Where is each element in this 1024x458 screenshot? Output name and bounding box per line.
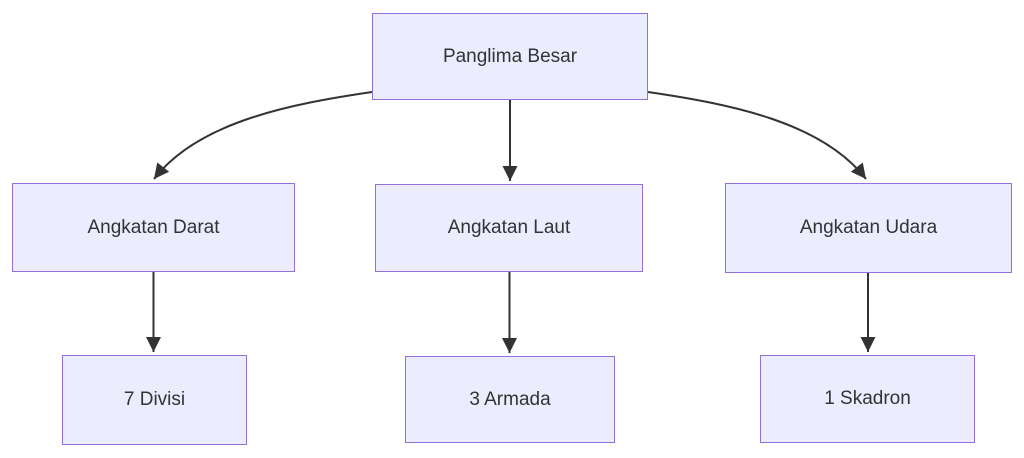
- node-angkatan-laut: Angkatan Laut: [375, 184, 643, 272]
- edge-panglima-darat-arrow: [153, 91, 373, 180]
- node-label: Angkatan Udara: [799, 217, 938, 238]
- edge-panglima-udara-arrow: [647, 91, 867, 180]
- node-1-skadron: 1 Skadron: [760, 355, 975, 443]
- node-7-divisi: 7 Divisi: [62, 355, 247, 445]
- node-label: 1 Skadron: [824, 388, 911, 409]
- node-3-armada: 3 Armada: [405, 356, 615, 443]
- node-angkatan-darat: Angkatan Darat: [12, 183, 295, 272]
- node-angkatan-udara: Angkatan Udara: [725, 183, 1012, 273]
- node-label: 3 Armada: [469, 388, 551, 410]
- node-label: Panglima Besar: [442, 45, 578, 67]
- node-label: Angkatan Darat: [87, 216, 220, 238]
- node-label: Angkatan Laut: [447, 217, 571, 238]
- node-panglima-besar: Panglima Besar: [372, 13, 648, 100]
- node-label: 7 Divisi: [123, 389, 186, 410]
